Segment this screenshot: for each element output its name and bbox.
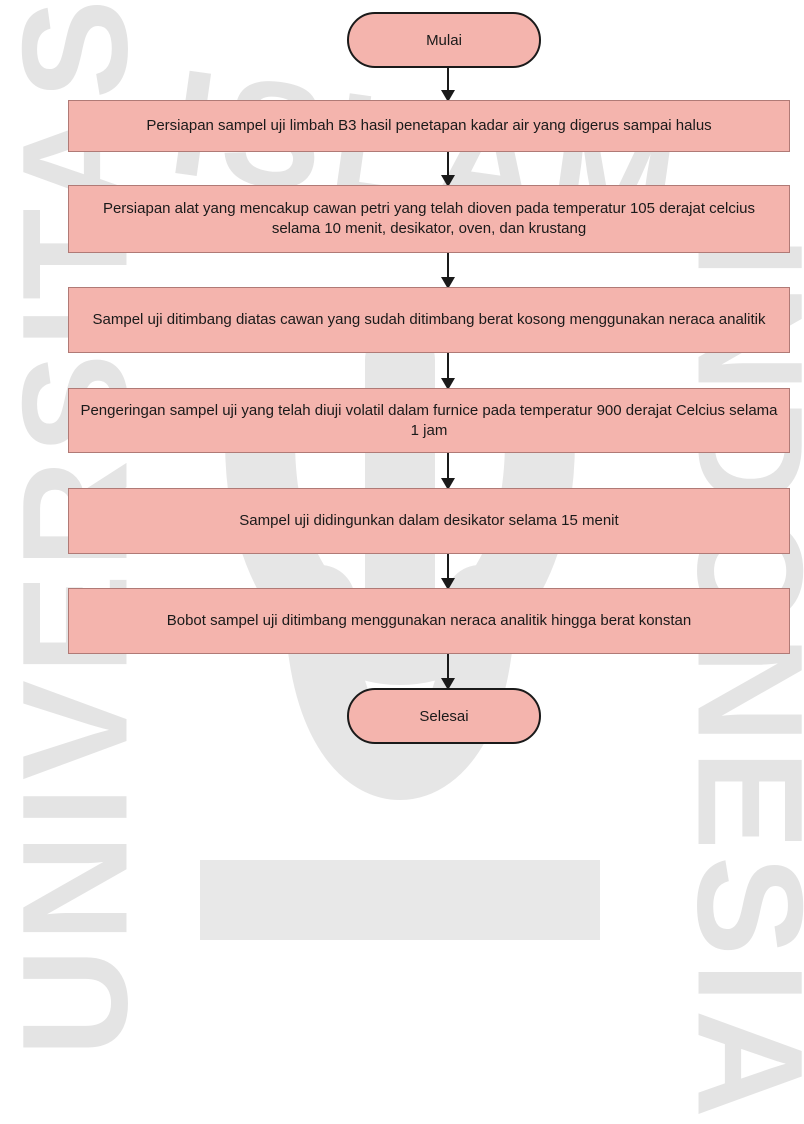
step-4-text: Pengeringan sampel uji yang telah diuji …	[79, 401, 779, 441]
step-5-box: Sampel uji didingunkan dalam desikator s…	[68, 488, 790, 554]
step-3-text: Sampel uji ditimbang diatas cawan yang s…	[93, 310, 766, 330]
step-1-text: Persiapan sampel uji limbah B3 hasil pen…	[146, 116, 711, 136]
arrow-3	[447, 253, 449, 287]
arrow-5	[447, 453, 449, 488]
arrow-2	[447, 152, 449, 185]
end-terminal: Selesai	[347, 688, 541, 744]
step-1-box: Persiapan sampel uji limbah B3 hasil pen…	[68, 100, 790, 152]
step-6-text: Bobot sampel uji ditimbang menggunakan n…	[167, 611, 692, 631]
start-label: Mulai	[426, 32, 462, 49]
arrow-7	[447, 654, 449, 688]
end-label: Selesai	[419, 708, 468, 725]
flowchart: Mulai Persiapan sampel uji limbah B3 has…	[0, 0, 804, 980]
step-2-box: Persiapan alat yang mencakup cawan petri…	[68, 185, 790, 253]
step-3-box: Sampel uji ditimbang diatas cawan yang s…	[68, 287, 790, 353]
step-6-box: Bobot sampel uji ditimbang menggunakan n…	[68, 588, 790, 654]
arrow-6	[447, 554, 449, 588]
start-terminal: Mulai	[347, 12, 541, 68]
step-5-text: Sampel uji didingunkan dalam desikator s…	[239, 511, 618, 531]
arrow-1	[447, 66, 449, 100]
step-4-box: Pengeringan sampel uji yang telah diuji …	[68, 388, 790, 453]
step-2-text: Persiapan alat yang mencakup cawan petri…	[79, 199, 779, 239]
arrow-4	[447, 353, 449, 388]
